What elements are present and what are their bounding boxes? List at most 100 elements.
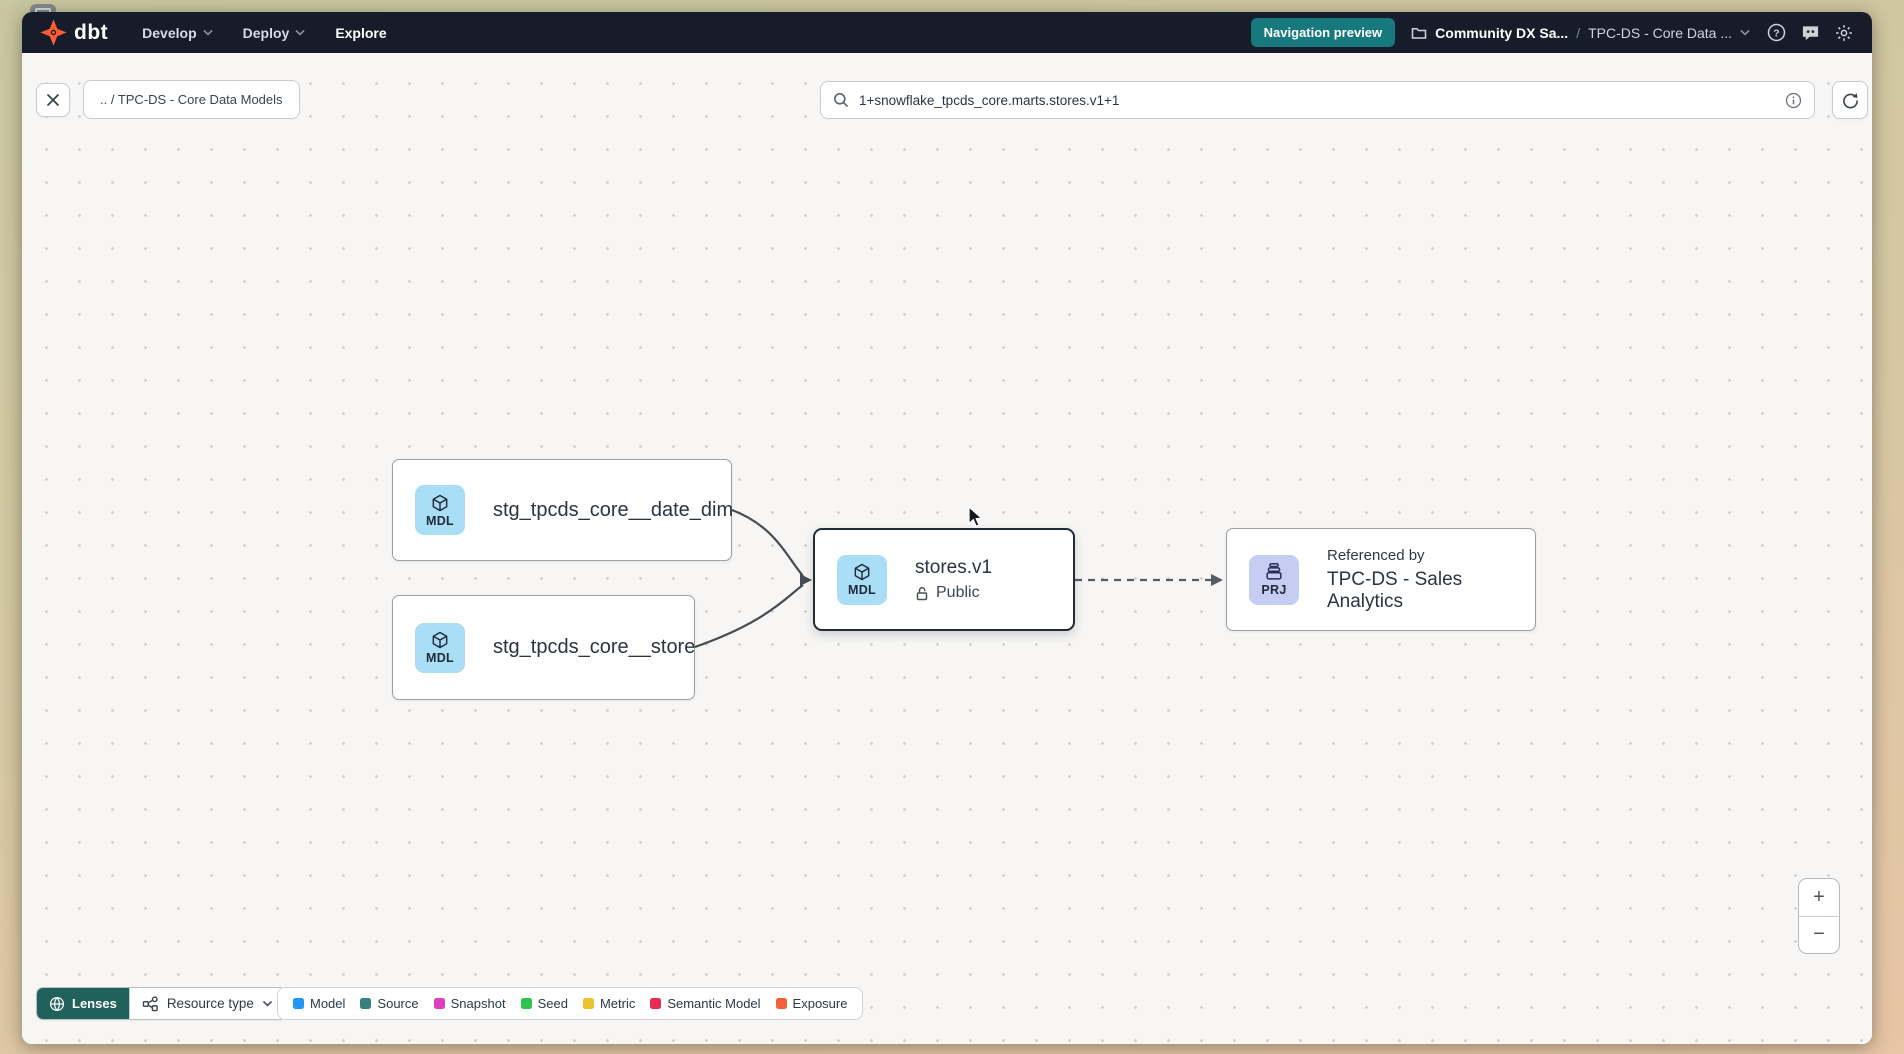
nav-icon-group: ? bbox=[1766, 23, 1854, 43]
model-node-icon: MDL bbox=[415, 485, 465, 535]
menu-deploy[interactable]: Deploy bbox=[243, 25, 306, 41]
legend-swatch bbox=[360, 998, 372, 1009]
info-icon[interactable] bbox=[1785, 92, 1802, 109]
legend-item-snapshot: Snapshot bbox=[433, 996, 506, 1011]
graph-icon bbox=[142, 995, 158, 1011]
edge-arrowhead bbox=[800, 574, 812, 586]
node-badge: MDL bbox=[426, 651, 454, 665]
menu-deploy-label: Deploy bbox=[242, 24, 290, 41]
legend-swatch bbox=[775, 998, 787, 1009]
close-icon bbox=[46, 93, 60, 107]
node-badge: MDL bbox=[426, 513, 454, 528]
node-title: TPC-DS - Sales Analytics bbox=[1327, 568, 1463, 612]
svg-text:?: ? bbox=[1773, 28, 1779, 39]
resource-type-legend: Model Source Snapshot Seed Metric Semant… bbox=[277, 987, 864, 1020]
node-stg-tpcds-core-store[interactable]: MDL stg_tpcds_core__store bbox=[392, 595, 695, 700]
stack-icon bbox=[1266, 562, 1282, 580]
lineage-edges bbox=[694, 508, 1223, 649]
lineage-breadcrumb-label: .. / TPC-DS - Core Data Models bbox=[100, 92, 283, 107]
legend-label: Model bbox=[310, 996, 346, 1011]
main-menu: Develop Deploy Explore bbox=[142, 25, 387, 41]
legend-label: Seed bbox=[537, 996, 568, 1011]
resource-type-label: Resource type bbox=[166, 996, 254, 1011]
legend-swatch bbox=[293, 998, 304, 1009]
public-lock-icon bbox=[916, 586, 928, 600]
menu-develop-label: Develop bbox=[142, 24, 197, 41]
chevron-down-icon bbox=[262, 1000, 272, 1007]
dbt-logo-text: dbt bbox=[74, 20, 109, 44]
lenses-label: Lenses bbox=[72, 996, 117, 1011]
legend-item-seed: Seed bbox=[520, 996, 568, 1011]
help-icon[interactable]: ? bbox=[1766, 23, 1786, 43]
node-title: stores.v1 bbox=[915, 557, 993, 578]
dbt-logo[interactable]: dbt bbox=[40, 19, 108, 46]
lineage-canvas[interactable]: MDL stg_tpcds_core__date_dim MDL stg_tpc… bbox=[22, 53, 1872, 1044]
breadcrumb-current[interactable]: TPC-DS - Core Data ... bbox=[1588, 24, 1732, 41]
cube-icon bbox=[854, 563, 870, 581]
lineage-breadcrumb-chip[interactable]: .. / TPC-DS - Core Data Models bbox=[83, 80, 300, 119]
lens-controls: Lenses Resource type bbox=[36, 987, 286, 1020]
model-node-icon: MDL bbox=[415, 622, 465, 673]
menu-explore[interactable]: Explore bbox=[335, 25, 386, 41]
project-node-icon: PRJ bbox=[1249, 554, 1299, 605]
breadcrumb-separator: / bbox=[1576, 24, 1581, 41]
refresh-lineage-button[interactable] bbox=[1832, 81, 1868, 119]
node-body: stores.v1 Public bbox=[915, 557, 992, 602]
node-kicker: Referenced by bbox=[1327, 546, 1425, 564]
feedback-icon[interactable] bbox=[1800, 23, 1820, 43]
resource-type-dropdown[interactable]: Resource type bbox=[128, 988, 285, 1019]
legend-item-metric: Metric bbox=[582, 996, 636, 1011]
legend-label: Exposure bbox=[792, 996, 848, 1011]
node-tpcds-sales-analytics[interactable]: PRJ Referenced by TPC-DS - Sales Analyti… bbox=[1226, 528, 1536, 631]
legend-label: Snapshot bbox=[450, 996, 506, 1011]
legend-item-semantic-model: Semantic Model bbox=[650, 996, 761, 1011]
lineage-search[interactable] bbox=[820, 81, 1815, 119]
zoom-out-button[interactable]: − bbox=[1813, 923, 1825, 946]
dbt-logo-icon bbox=[40, 19, 67, 46]
legend-swatch bbox=[520, 998, 532, 1009]
search-icon bbox=[834, 93, 849, 108]
node-label: stg_tpcds_core__date_dim bbox=[493, 498, 734, 521]
top-nav: dbt Develop Deploy Explore Navigation pr… bbox=[22, 12, 1872, 53]
cube-icon bbox=[432, 494, 448, 511]
folder-icon bbox=[1411, 27, 1427, 39]
menu-explore-label: Explore bbox=[335, 24, 387, 41]
chevron-down-icon bbox=[203, 29, 213, 36]
settings-gear-icon[interactable] bbox=[1834, 23, 1854, 43]
edge-arrowhead-dashed bbox=[1211, 574, 1223, 586]
model-node-icon: MDL bbox=[837, 554, 887, 605]
node-access: Public bbox=[915, 584, 992, 602]
search-input[interactable] bbox=[859, 92, 1775, 108]
refresh-icon bbox=[1842, 92, 1858, 108]
project-breadcrumb: Community DX Sa... / TPC-DS - Core Data … bbox=[1411, 25, 1750, 41]
legend-label: Metric bbox=[599, 996, 636, 1011]
zoom-in-button[interactable]: + bbox=[1799, 879, 1839, 917]
close-lineage-button[interactable] bbox=[36, 83, 70, 117]
legend-label: Semantic Model bbox=[667, 996, 761, 1011]
legend-swatch bbox=[433, 998, 445, 1009]
breadcrumb-project[interactable]: Community DX Sa... bbox=[1435, 24, 1569, 41]
nav-right: Navigation preview Community DX Sa... / … bbox=[1250, 18, 1854, 47]
node-body: Referenced by TPC-DS - Sales Analytics bbox=[1327, 547, 1513, 613]
dbt-explorer-window: dbt Develop Deploy Explore Navigation pr… bbox=[22, 12, 1872, 1044]
legend-swatch bbox=[650, 998, 662, 1009]
chevron-down-icon[interactable] bbox=[1740, 29, 1750, 36]
lenses-button[interactable]: Lenses bbox=[37, 988, 129, 1019]
legend-item-exposure: Exposure bbox=[775, 996, 848, 1011]
lens-icon bbox=[49, 996, 65, 1011]
cube-icon bbox=[432, 631, 448, 649]
legend-item-model: Model bbox=[293, 996, 345, 1011]
legend-swatch bbox=[582, 998, 594, 1009]
legend-label: Source bbox=[377, 996, 419, 1011]
legend-item-source: Source bbox=[360, 996, 419, 1011]
zoom-controls: + − bbox=[1798, 878, 1840, 954]
node-badge: MDL bbox=[848, 583, 876, 597]
node-stg-tpcds-core-date-dim[interactable]: MDL stg_tpcds_core__date_dim bbox=[392, 459, 734, 561]
node-label: stg_tpcds_core__store bbox=[493, 636, 696, 658]
node-access-label: Public bbox=[936, 584, 980, 601]
chevron-down-icon bbox=[295, 29, 305, 36]
menu-develop[interactable]: Develop bbox=[142, 24, 213, 41]
node-badge: PRJ bbox=[1261, 583, 1287, 597]
node-stores-v1[interactable]: MDL stores.v1 Public bbox=[813, 528, 1075, 631]
navigation-preview-badge[interactable]: Navigation preview bbox=[1250, 18, 1396, 47]
